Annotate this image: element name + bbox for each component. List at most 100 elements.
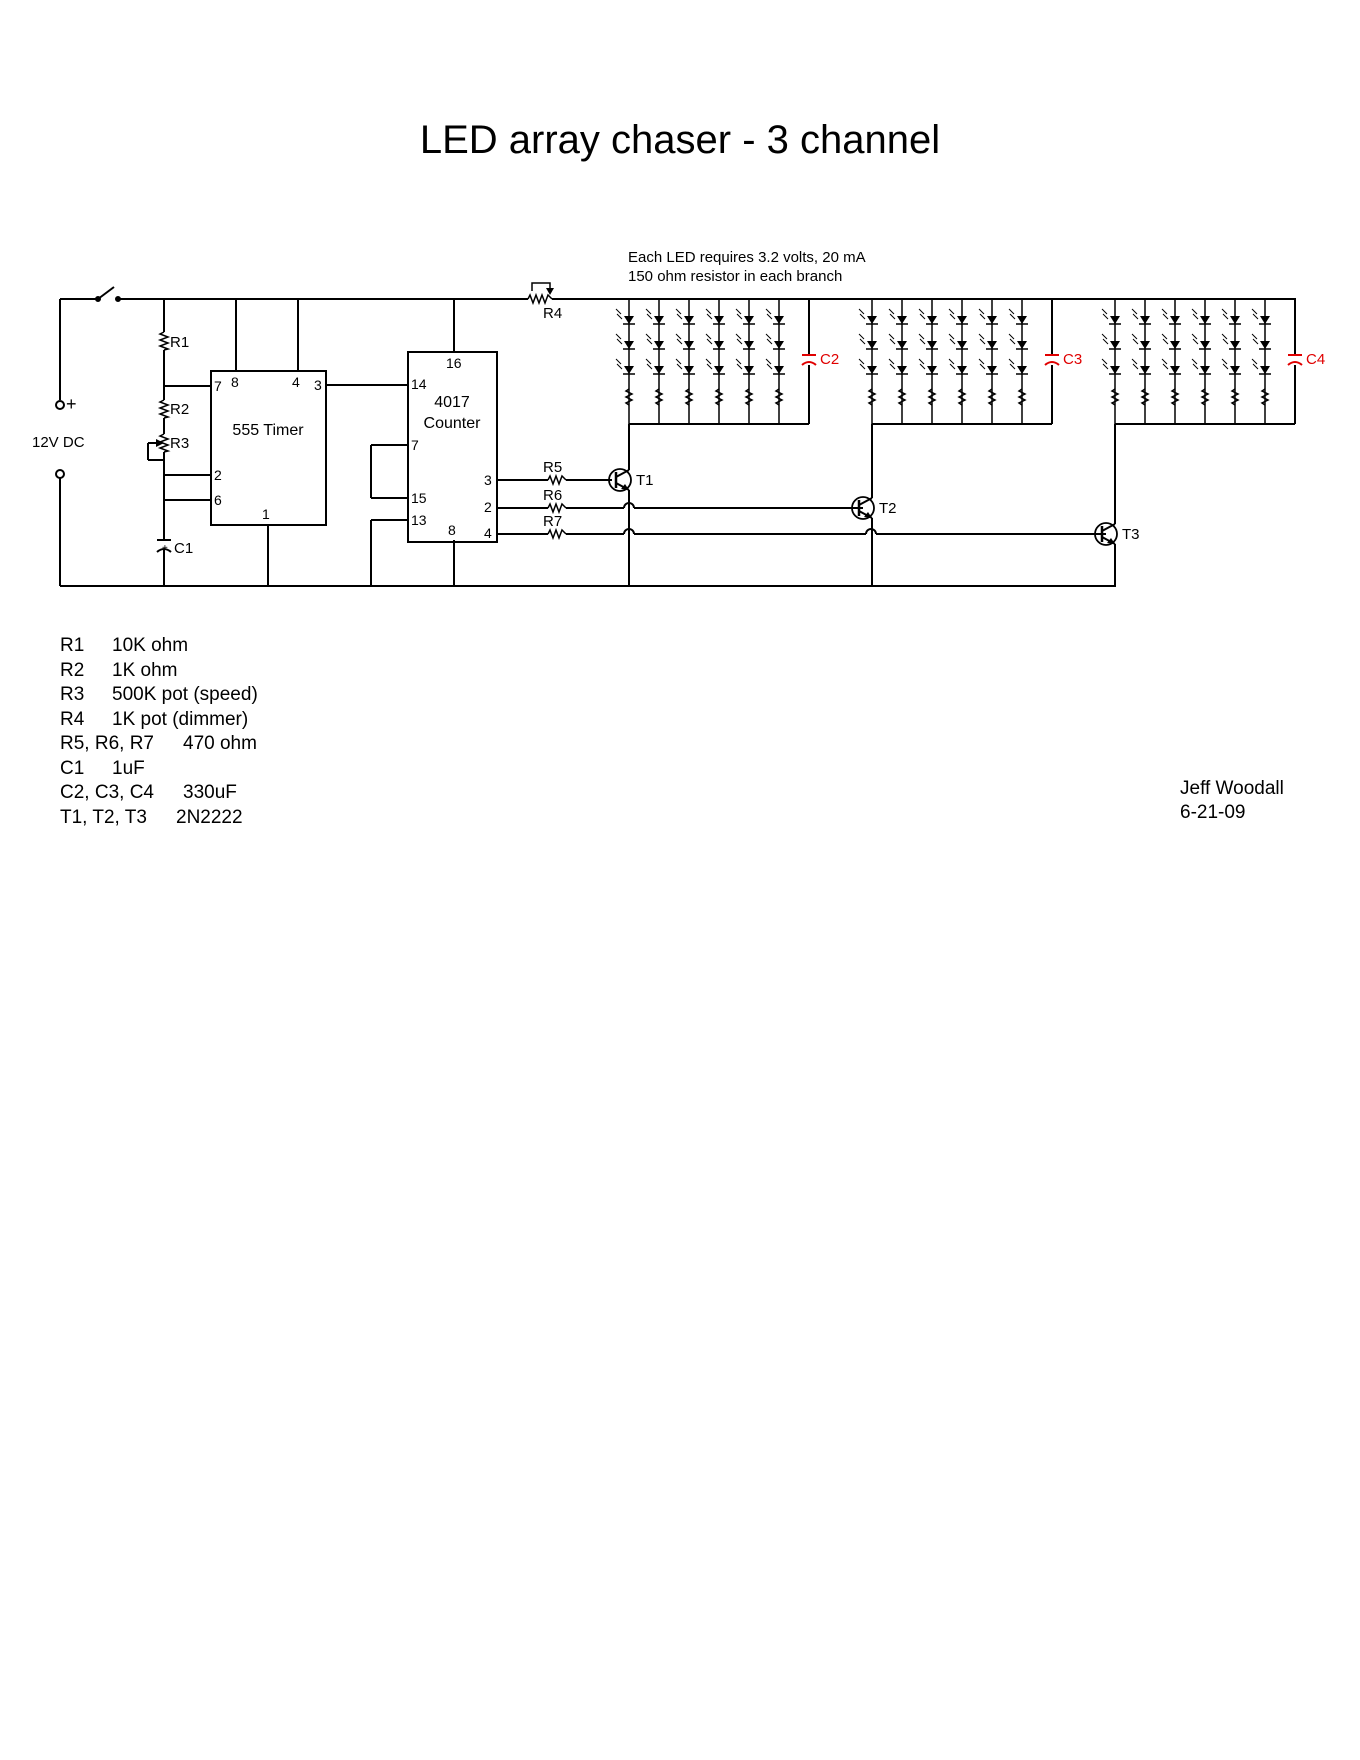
part-ref: C2, C3, C4 [60, 782, 154, 803]
part-value: 1K ohm [112, 659, 178, 681]
led-icon [1008, 358, 1028, 375]
part-ref: T1, T2, T3 [60, 806, 147, 828]
led-branch [675, 299, 695, 424]
led-icon [978, 308, 998, 325]
transistor-t3 [1094, 522, 1118, 546]
c1-label: C1 [174, 540, 193, 557]
led-branch [888, 299, 908, 424]
led-icon [1251, 308, 1271, 325]
led-branch [645, 299, 665, 424]
led-icon [918, 358, 938, 375]
ic-555-timer [210, 370, 327, 526]
components [55, 282, 1118, 553]
led-icon [978, 333, 998, 350]
led-icon [948, 358, 968, 375]
led-branch [1251, 299, 1271, 424]
branch-resistor [987, 388, 997, 406]
part-ref: R5, R6, R7 [60, 733, 154, 754]
r7-label: R7 [543, 513, 562, 530]
potentiometer-r4 [527, 282, 554, 306]
part-ref: R4 [60, 708, 85, 730]
part-ref: R3 [60, 684, 85, 705]
part-ref: R2 [60, 659, 85, 681]
led-icon [765, 308, 785, 325]
led-icon [1161, 358, 1181, 375]
branch-resistor [1017, 388, 1027, 406]
led-icon [735, 308, 755, 325]
branch-resistor [1140, 388, 1150, 406]
led-icon [1221, 333, 1241, 350]
led-branch [948, 299, 968, 424]
led-branch [1101, 299, 1121, 424]
led-icon [1131, 358, 1151, 375]
pin-555-6: 6 [214, 492, 222, 508]
circuit-schematic: 12V DC + R1 R2 R3 C1 R4 R5 R6 R7 T1 T2 T… [32, 282, 1325, 587]
r5-label: R5 [543, 459, 562, 476]
led-array-2 [858, 299, 1053, 425]
led-icon [1101, 308, 1121, 325]
wires [59, 298, 1296, 587]
part-value: 2N2222 [176, 806, 243, 828]
branch-resistor [624, 388, 634, 406]
led-icon [858, 358, 878, 375]
led-icon [1101, 358, 1121, 375]
c4-label: C4 [1306, 351, 1325, 368]
led-icon [858, 308, 878, 325]
pin-4017-4: 4 [484, 525, 492, 541]
pin-555-1: 1 [262, 506, 270, 522]
led-branch [918, 299, 938, 424]
led-icon [675, 358, 695, 375]
r1-label: R1 [170, 334, 189, 351]
led-array-3 [1101, 299, 1296, 425]
pin-4017-2: 2 [484, 499, 492, 515]
led-icon [918, 308, 938, 325]
led-branch [765, 299, 785, 424]
led-icon [765, 333, 785, 350]
led-icon [978, 358, 998, 375]
led-icon [1131, 308, 1151, 325]
led-icon [645, 308, 665, 325]
led-branch [1191, 299, 1211, 424]
led-icon [675, 308, 695, 325]
branch-resistor [1170, 388, 1180, 406]
r6-label: R6 [543, 487, 562, 504]
branch-resistor [714, 388, 724, 406]
ic-4017-counter [407, 351, 498, 543]
resistor-r1 [157, 331, 171, 351]
pin-4017-13: 13 [411, 512, 427, 528]
resistor-r6 [547, 501, 567, 515]
note-resistor: 150 ohm resistor in each branch [628, 268, 843, 285]
pin-555-3: 3 [314, 377, 322, 393]
pin-555-4: 4 [292, 374, 300, 390]
diagram-title: LED array chaser - 3 channel [419, 118, 941, 162]
led-branch [615, 299, 635, 424]
ic-555-name: 555 Timer [232, 422, 304, 439]
branch-resistor [744, 388, 754, 406]
pin-4017-8: 8 [448, 522, 456, 538]
led-icon [888, 308, 908, 325]
led-icon [1008, 333, 1028, 350]
led-icon [888, 358, 908, 375]
pin-555-8: 8 [231, 374, 239, 390]
supply-plus-terminal [55, 400, 65, 410]
led-icon [735, 333, 755, 350]
c3-label: C3 [1063, 351, 1082, 368]
branch-resistor [1260, 388, 1270, 406]
led-icon [615, 308, 635, 325]
t2-label: T2 [879, 500, 897, 517]
led-array-1 [615, 299, 810, 425]
led-icon [705, 358, 725, 375]
resistor-r5 [547, 473, 567, 487]
led-icon [675, 333, 695, 350]
part-ref: R1 [60, 635, 85, 656]
led-icon [645, 358, 665, 375]
capacitor-c1 [156, 539, 172, 553]
led-icon [1221, 308, 1241, 325]
led-branch [1161, 299, 1181, 424]
part-value: 330uF [183, 782, 237, 803]
led-icon [888, 333, 908, 350]
t1-label: T1 [636, 472, 654, 489]
led-icon [1008, 308, 1028, 325]
led-icon [705, 308, 725, 325]
r3-label: R3 [170, 435, 189, 452]
